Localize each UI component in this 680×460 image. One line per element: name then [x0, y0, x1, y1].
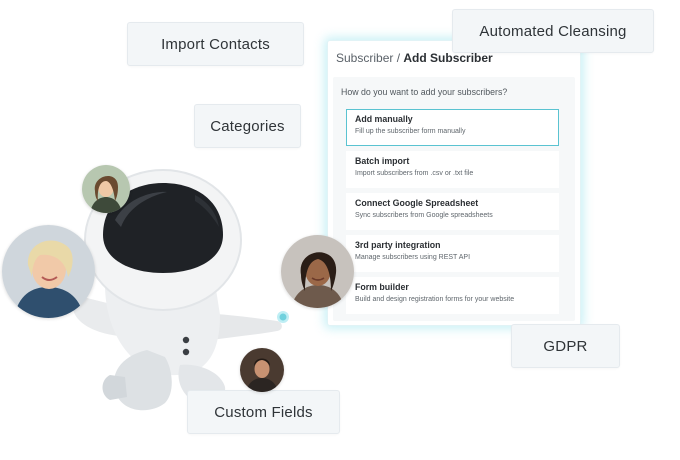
categories-tag: Categories: [194, 104, 301, 148]
option-description: Manage subscribers using REST API: [355, 254, 471, 261]
user-avatar-icon: [281, 235, 354, 308]
option-title: Add manually: [355, 114, 413, 124]
automated-cleansing-label: Automated Cleansing: [479, 22, 627, 40]
option-description: Import subscribers from .csv or .txt fil…: [355, 170, 474, 177]
option-title: Connect Google Spreadsheet: [355, 198, 479, 208]
breadcrumb-current: Add Subscriber: [403, 51, 493, 65]
add-subscriber-card: Subscriber / Add Subscriber How do you w…: [327, 40, 581, 326]
option-title: Batch import: [355, 156, 410, 166]
user-avatar-icon: [2, 225, 95, 318]
add-method-question: How do you want to add your subscribers?: [341, 87, 508, 97]
gdpr-label: GDPR: [543, 337, 588, 355]
option-3rd-party-integration[interactable]: 3rd party integration Manage subscribers…: [346, 235, 559, 272]
categories-label: Categories: [210, 117, 285, 135]
user-avatar-icon: [240, 348, 284, 392]
custom-fields-tag: Custom Fields: [187, 390, 340, 434]
option-batch-import[interactable]: Batch import Import subscribers from .cs…: [346, 151, 559, 188]
option-title: Form builder: [355, 282, 409, 292]
option-form-builder[interactable]: Form builder Build and design registrati…: [346, 277, 559, 314]
user-avatar-icon: [82, 165, 130, 213]
option-description: Sync subscribers from Google spreadsheet…: [355, 212, 493, 219]
breadcrumb-separator: /: [393, 51, 404, 65]
option-title: 3rd party integration: [355, 240, 441, 250]
breadcrumb-parent[interactable]: Subscriber: [336, 51, 394, 65]
custom-fields-label: Custom Fields: [214, 403, 313, 421]
option-add-manually[interactable]: Add manually Fill up the subscriber form…: [346, 109, 559, 146]
import-contacts-tag: Import Contacts: [127, 22, 304, 66]
breadcrumb: Subscriber / Add Subscriber: [336, 51, 493, 65]
automated-cleansing-tag: Automated Cleansing: [452, 9, 654, 53]
option-connect-google-spreadsheet[interactable]: Connect Google Spreadsheet Sync subscrib…: [346, 193, 559, 230]
gdpr-tag: GDPR: [511, 324, 620, 368]
option-description: Build and design registration forms for …: [355, 296, 515, 303]
import-contacts-label: Import Contacts: [161, 35, 270, 53]
option-description: Fill up the subscriber form manually: [355, 128, 466, 135]
astronaut-mascot-icon: [72, 169, 289, 411]
